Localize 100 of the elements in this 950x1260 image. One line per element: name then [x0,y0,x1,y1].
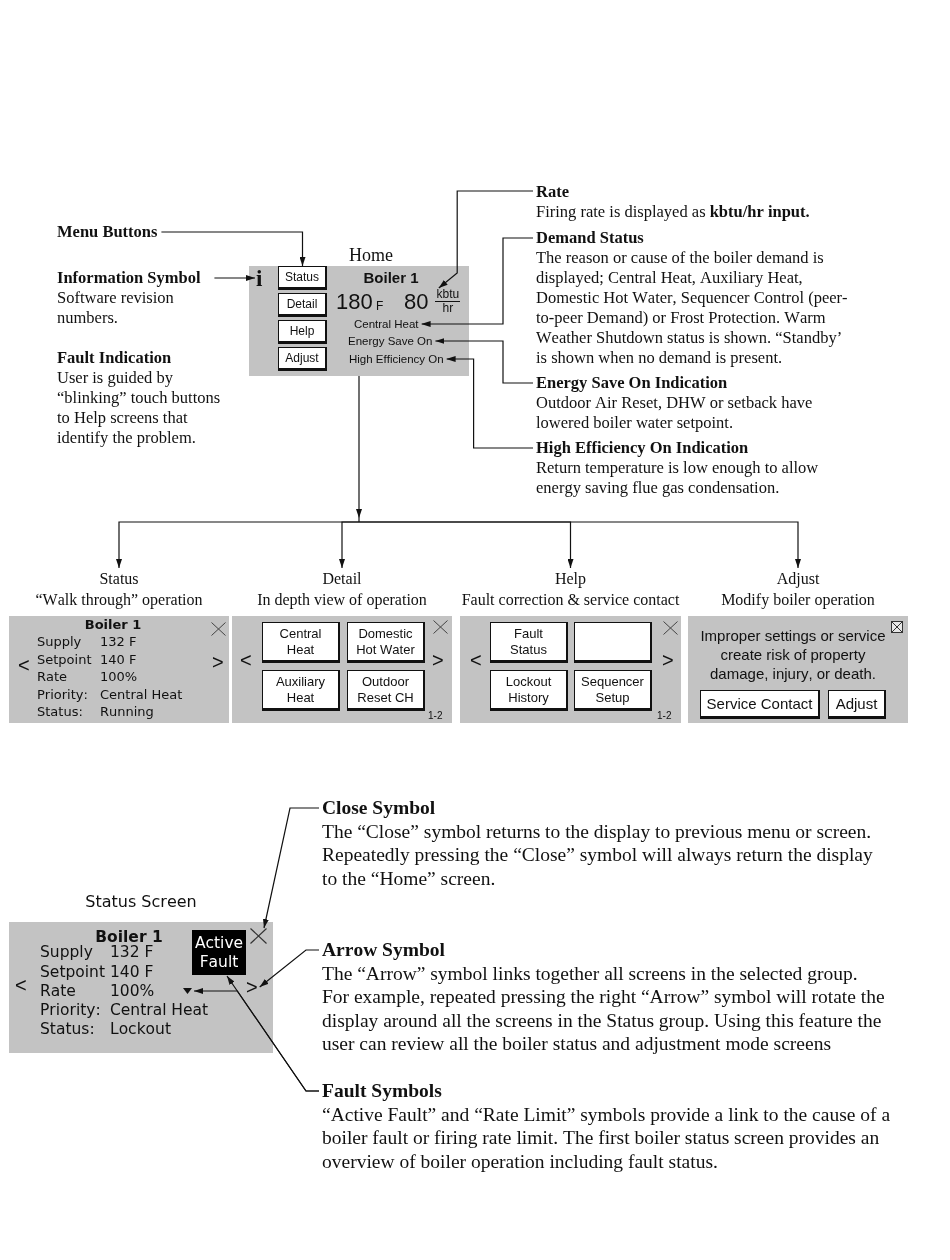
screen-title: Home [349,245,393,266]
info-symbol: i [256,267,263,291]
unit-numerator: kbtu [435,288,461,302]
temperature-value: 180 [336,290,373,314]
page-forward-symbol: > [432,648,444,672]
page-forward-symbol: > [212,650,224,674]
screen-title: Modify boiler operation [721,590,875,610]
menu-button: Adjust [278,347,327,371]
callout-heading: Information Symbol [57,268,201,288]
callout-heading: Fault Symbols [322,1079,442,1103]
page-back-symbol: < [15,973,27,997]
flow-arrow [339,521,360,569]
callout-heading: Rate [536,182,569,202]
field-label: Supply [40,943,93,963]
page-indicator: 1-2 [657,710,672,722]
screen-button: Outdoor Reset CH [347,670,425,711]
leader-arrow [160,231,306,267]
field-label: Priority: [40,1001,101,1021]
field-value: 132 F [110,943,154,963]
field-value: 100% [100,668,138,686]
callout-text: “Active Fault” and “Rate Limit” symbols provide a link to the cause of a boiler fault or firing rate limit. The first boiler status screen provides an overview of boiler operation including fault status. [322,1102,892,1174]
field-label: Status: [37,703,83,721]
leader-arrow [262,807,320,929]
callout-text: The “Close” symbol returns to the display to previous menu or screen. Repeatedly pressing the “Close” symbol will always return the display to the “Home” screen. [322,819,874,891]
callout-heading: Demand Status [536,228,644,248]
page-back-symbol: < [18,653,30,677]
note-heading: Fault Indication [57,348,173,368]
screen-title: Fault correction & service contact [461,590,680,610]
callout-text: The reason or cause of the boiler demand is displayed; Central Heat, Auxiliary Heat, Domestic Hot Water, Sequencer Control (peer-to-peer Demand) or Frost Protection. Warm Weather Shutdown status is shown. “Standby’ is shown when no demand is present. [536,248,849,368]
screen-title: “Walk through” operation [35,590,203,610]
page-forward-symbol: > [662,648,674,672]
screen-button: Adjust [828,690,886,719]
blank-button [574,622,652,663]
page-back-symbol: < [240,648,252,672]
callout-text: Return temperature is low enough to allow energy saving flue gas condensation. [536,458,820,498]
active-fault-indicator: Active Fault [192,930,246,975]
screen-heading: Boiler 1 [363,269,419,287]
field-value: Central Heat [100,685,183,704]
screen-button: Auxiliary Heat [262,670,340,711]
leader-arrow [446,356,534,449]
leader-arrow [259,949,320,988]
screen-heading: Boiler 1 [95,927,163,946]
field-label: Rate [37,668,68,686]
rate-value: 80 [404,289,429,314]
menu-button: Status [278,266,327,290]
page-forward-symbol: > [246,975,258,999]
field-value: 140 F [100,650,137,669]
status-text: Central Heat [354,317,419,331]
down-triangle-icon [183,988,192,994]
callout-text: Outdoor Air Reset, DHW or setback have lowered boiler water setpoint. [536,393,814,433]
field-label: Priority: [37,685,88,704]
screen-title: Detail [322,569,362,589]
field-value: Central Heat [110,1001,209,1021]
callout-heading: Menu Buttons [57,222,158,242]
menu-button: Detail [278,293,327,317]
field-label: Setpoint [37,650,92,669]
note-text: User is guided by “blinking” touch buttons to Help screens that identify the problem. [57,368,222,448]
leader-arrow [434,338,534,384]
leader-arrow [421,237,534,327]
callout-heading: Arrow Symbol [322,938,445,962]
field-value: Lockout [110,1020,171,1040]
flow-arrow [356,375,362,523]
field-value: 140 F [110,962,154,982]
leader-arrow [213,275,256,281]
callout-text: The “Arrow” symbol links together all screens in the selected group. For example, repeated pressing the right “Arrow” symbol will rotate the display around all the screens in the Status group. Using this feature the user can review all the boiler status and adjustment mode screens [322,961,886,1056]
screen-title: Status Screen [85,892,197,912]
page-back-symbol: < [470,648,482,672]
field-label: Rate [40,981,76,1001]
unit-label: F [376,299,384,313]
callout-heading: Energy Save On Indication [536,373,728,393]
screen-title: In depth view of operation [257,590,427,610]
flow-arrow [358,521,801,569]
leader-arrow [193,988,320,1092]
leader-arrow [438,190,534,289]
page-indicator: 1-2 [428,710,443,722]
callout-heading: High Efficiency On Indication [536,438,749,458]
status-text: High Efficiency On [349,352,444,366]
field-value: Running [100,703,154,721]
warning-text: Improper settings or service create risk of property damage, injury, or death. [699,626,887,683]
screen-button: Service Contact [700,690,820,719]
unit-denominator: hr [441,302,455,315]
callout-text: Firing rate is displayed as kbtu/hr input. [536,202,811,222]
screen-button: Fault Status [490,622,568,663]
screen-title: Help [554,569,587,589]
field-value: 132 F [100,633,137,651]
status-text: Energy Save On [348,334,433,348]
screen-button: Sequencer Setup [574,670,652,711]
field-label: Setpoint [40,962,105,982]
callout-text: Software revision numbers. [57,288,175,328]
screen-title: Adjust [776,569,820,589]
screen-heading: Boiler 1 [84,617,142,633]
screen-button: Central Heat [262,622,340,663]
screen-title: Status [99,569,139,589]
close-icon [250,928,267,944]
field-label: Status: [40,1020,95,1040]
screen-button: Domestic Hot Water [347,622,425,663]
callout-heading: Close Symbol [322,796,436,820]
screen-button: Lockout History [490,670,568,711]
field-label: Supply [37,633,82,651]
menu-button: Help [278,320,327,344]
